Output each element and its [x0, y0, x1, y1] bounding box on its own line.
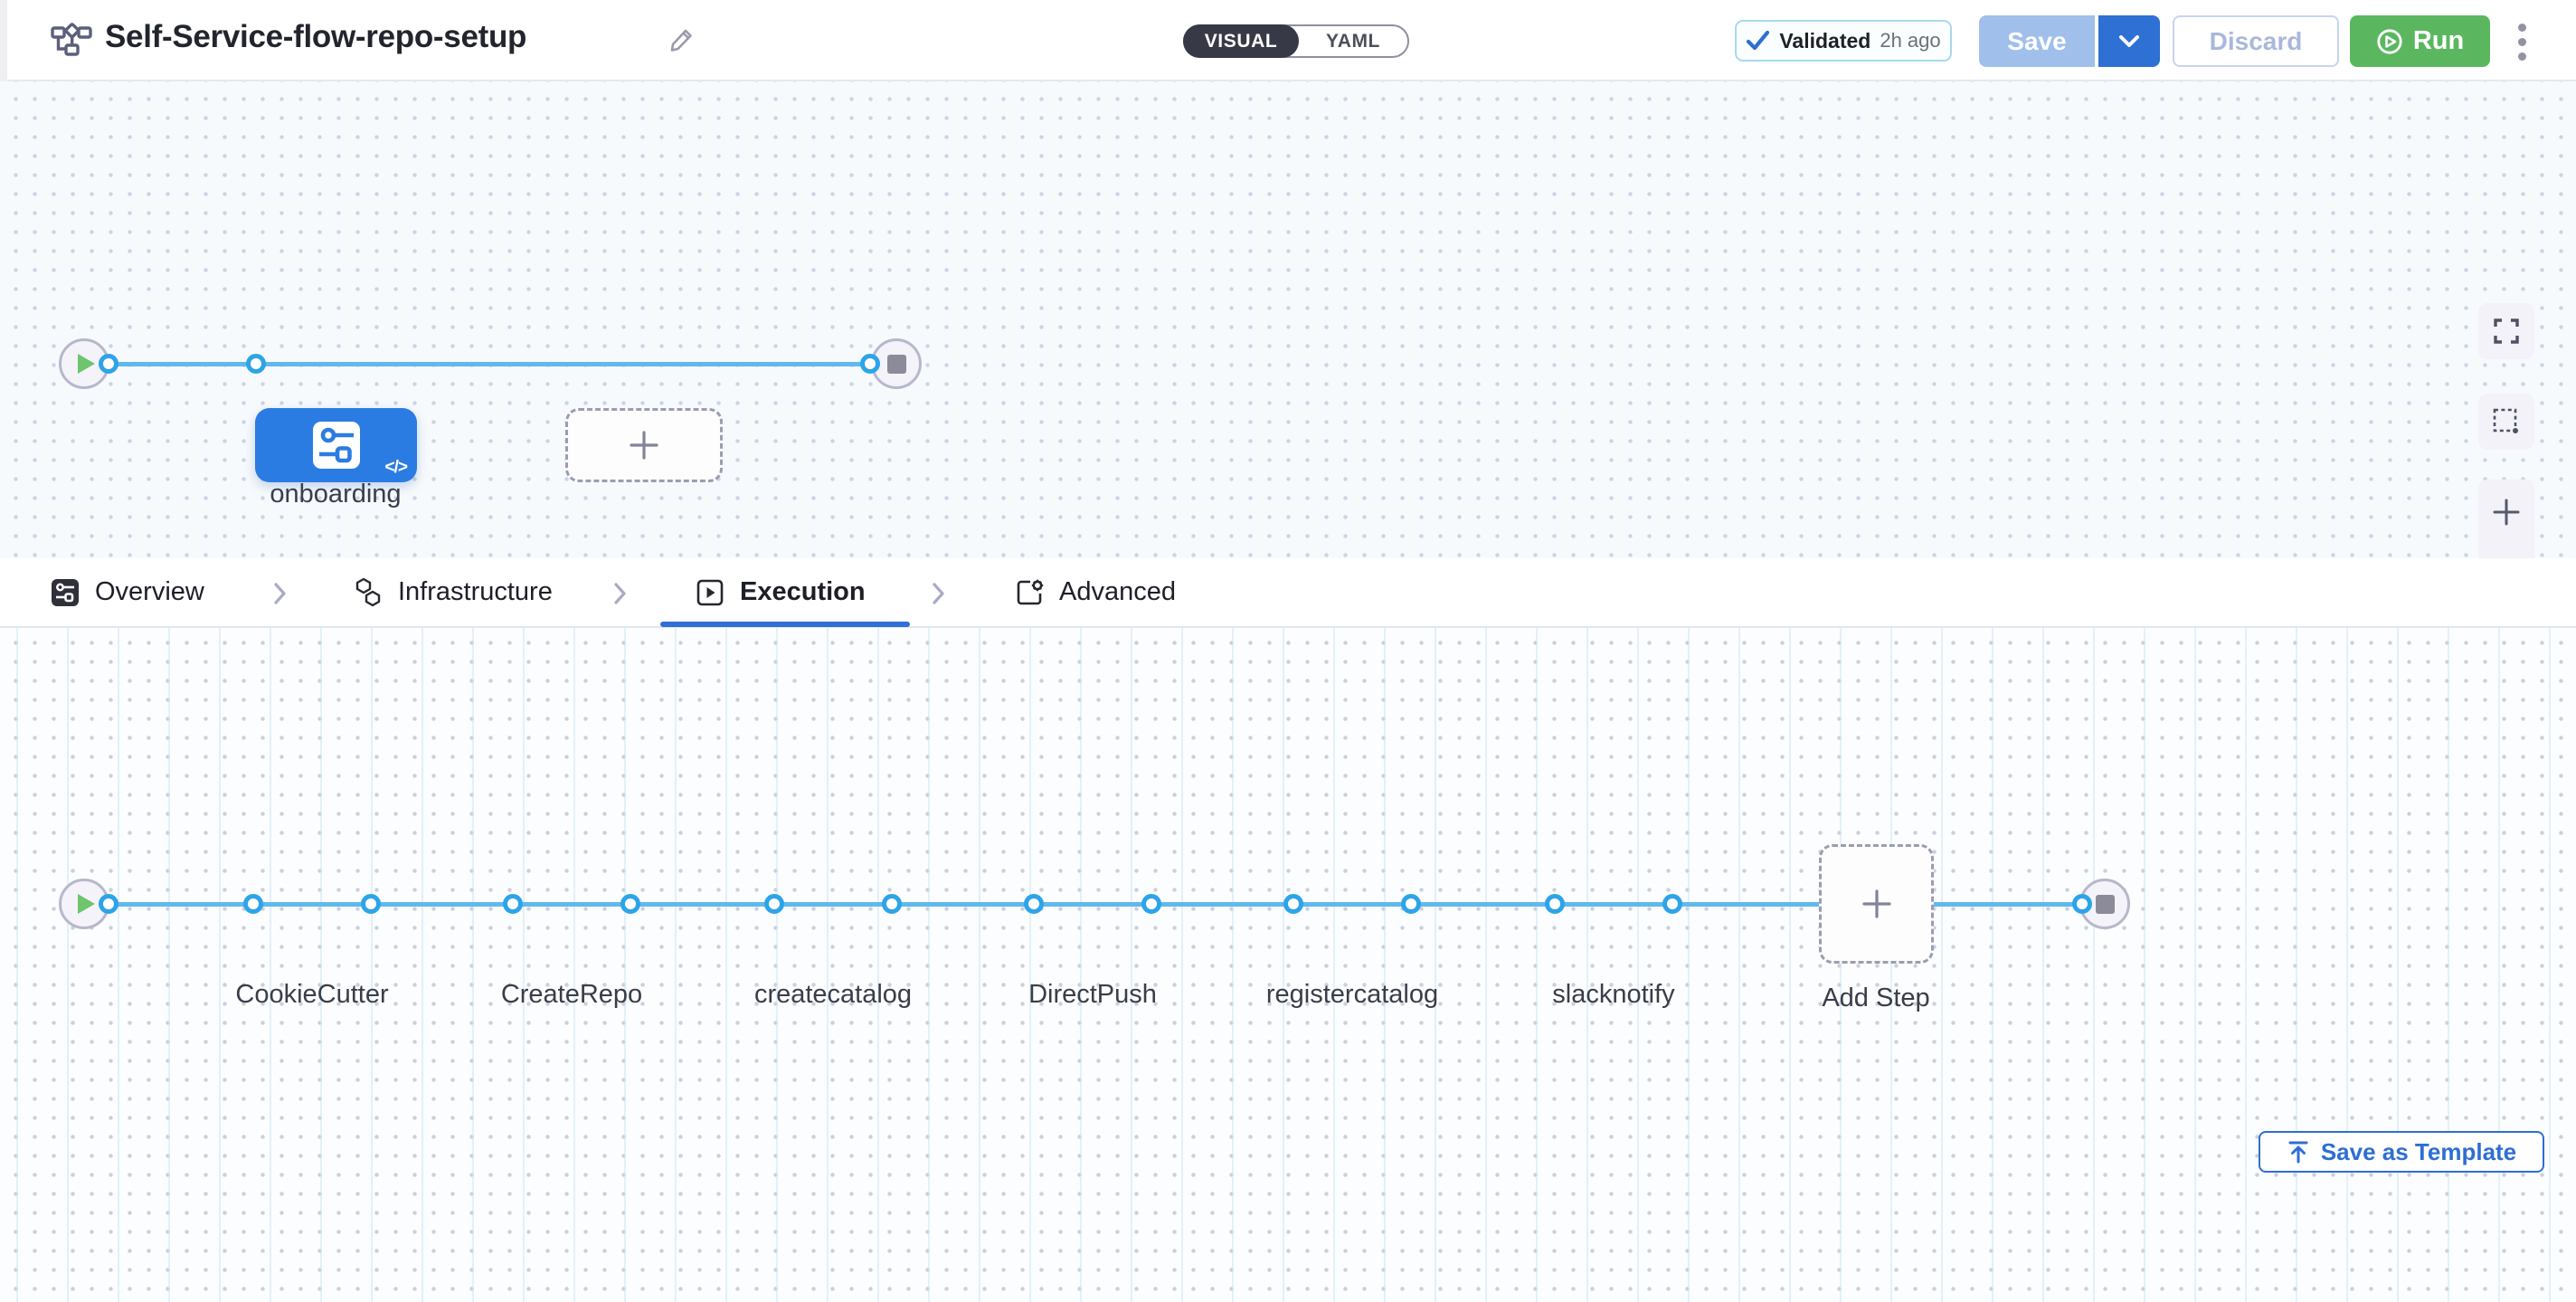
infrastructure-icon [355, 577, 381, 606]
validated-time: 2h ago [1880, 29, 1941, 52]
port-dot [246, 354, 266, 374]
fit-to-screen-button[interactable] [2478, 303, 2534, 359]
toggle-yaml[interactable]: YAML [1326, 30, 1380, 52]
edit-title-pencil-icon[interactable] [666, 25, 696, 61]
selection-box-icon [2493, 408, 2518, 433]
code-badge: </> [384, 458, 409, 477]
plus-icon [630, 431, 658, 460]
port-dot [503, 894, 523, 914]
step-label: CookieCutter [235, 980, 389, 1009]
step-label: DirectPush [1028, 980, 1157, 1009]
tab-execution[interactable]: Execution [696, 558, 866, 626]
port-dot [1662, 894, 1682, 914]
pipeline-flowchart-icon [51, 22, 92, 64]
run-label: Run [2412, 26, 2465, 55]
stage-pipeline-icon [312, 422, 360, 469]
start-play-icon [78, 354, 95, 374]
validated-badge[interactable]: Validated 2h ago [1735, 20, 1952, 62]
tab-infrastructure[interactable]: Infrastructure [354, 558, 553, 626]
step-label: slacknotify [1552, 980, 1675, 1009]
port-dot [1401, 894, 1421, 914]
step-label: registercatalog [1265, 980, 1439, 1009]
stop-icon [2095, 894, 2115, 914]
port-dot [882, 894, 902, 914]
execution-icon [696, 579, 724, 605]
fullscreen-icon [2494, 318, 2519, 344]
run-button[interactable]: Run [2350, 15, 2490, 67]
left-edge-strip [0, 0, 7, 81]
add-step-label: Add Step [1822, 984, 1930, 1012]
execution-canvas[interactable]: </> CookieCutter </> CreateRepo [0, 628, 2576, 1302]
chevron-down-icon [2119, 34, 2139, 47]
port-dot [860, 354, 880, 374]
port-dot [1024, 894, 1044, 914]
port-dot [620, 894, 640, 914]
zoom-in-icon[interactable] [2492, 498, 2521, 527]
add-stage-button[interactable] [565, 408, 723, 482]
plus-icon [1861, 889, 1891, 918]
port-dot [361, 894, 381, 914]
stage-edge-line [84, 362, 896, 366]
upload-template-icon [2288, 1141, 2308, 1164]
save-dropdown-button[interactable] [2098, 15, 2160, 67]
visual-yaml-toggle: VISUAL YAML [1183, 24, 1409, 58]
save-as-template-button[interactable]: Save as Template [2259, 1131, 2544, 1173]
tab-overview[interactable]: Overview [51, 558, 204, 626]
stop-icon [886, 354, 906, 374]
save-button[interactable]: Save [1979, 15, 2097, 67]
header-bar: Self-Service-flow-repo-setup VISUAL YAML… [0, 0, 2576, 81]
play-circle-icon [2377, 28, 2402, 54]
add-step-button[interactable] [1819, 844, 1934, 964]
advanced-icon [1017, 579, 1044, 604]
save-as-template-label: Save as Template [2320, 1137, 2517, 1165]
start-play-icon [78, 894, 95, 914]
chevron-right-icon [614, 583, 626, 604]
stage-canvas[interactable]: </> service-onboarding Add Stage [0, 81, 2576, 593]
step-edge-line [84, 902, 2105, 907]
stage-node-service-onboarding[interactable]: </> [255, 408, 417, 482]
check-icon [1747, 30, 1770, 51]
stage-tab-bar: Overview Infrastructure Execution [0, 558, 2576, 1173]
step-label: CreateRepo [500, 980, 643, 1009]
port-dot [99, 894, 118, 914]
toggle-visual[interactable]: VISUAL [1183, 24, 1299, 58]
validated-label: Validated [1779, 28, 1871, 52]
port-dot [764, 894, 784, 914]
overview-icon [52, 578, 79, 606]
port-dot [99, 354, 118, 374]
active-tab-underline [660, 622, 910, 627]
discard-button[interactable]: Discard [2173, 15, 2339, 67]
port-dot [1141, 894, 1161, 914]
port-dot [1545, 894, 1565, 914]
port-dot [1283, 894, 1303, 914]
more-options-menu-icon[interactable] [2504, 19, 2540, 64]
tab-advanced[interactable]: Advanced [1015, 558, 1176, 626]
chevron-right-icon [274, 583, 286, 604]
port-dot [2072, 894, 2092, 914]
chevron-right-icon [933, 583, 944, 604]
pipeline-title: Self-Service-flow-repo-setup [105, 19, 527, 54]
marquee-select-button[interactable] [2478, 394, 2534, 450]
step-label: createcatalog [753, 980, 913, 1009]
port-dot [243, 894, 263, 914]
